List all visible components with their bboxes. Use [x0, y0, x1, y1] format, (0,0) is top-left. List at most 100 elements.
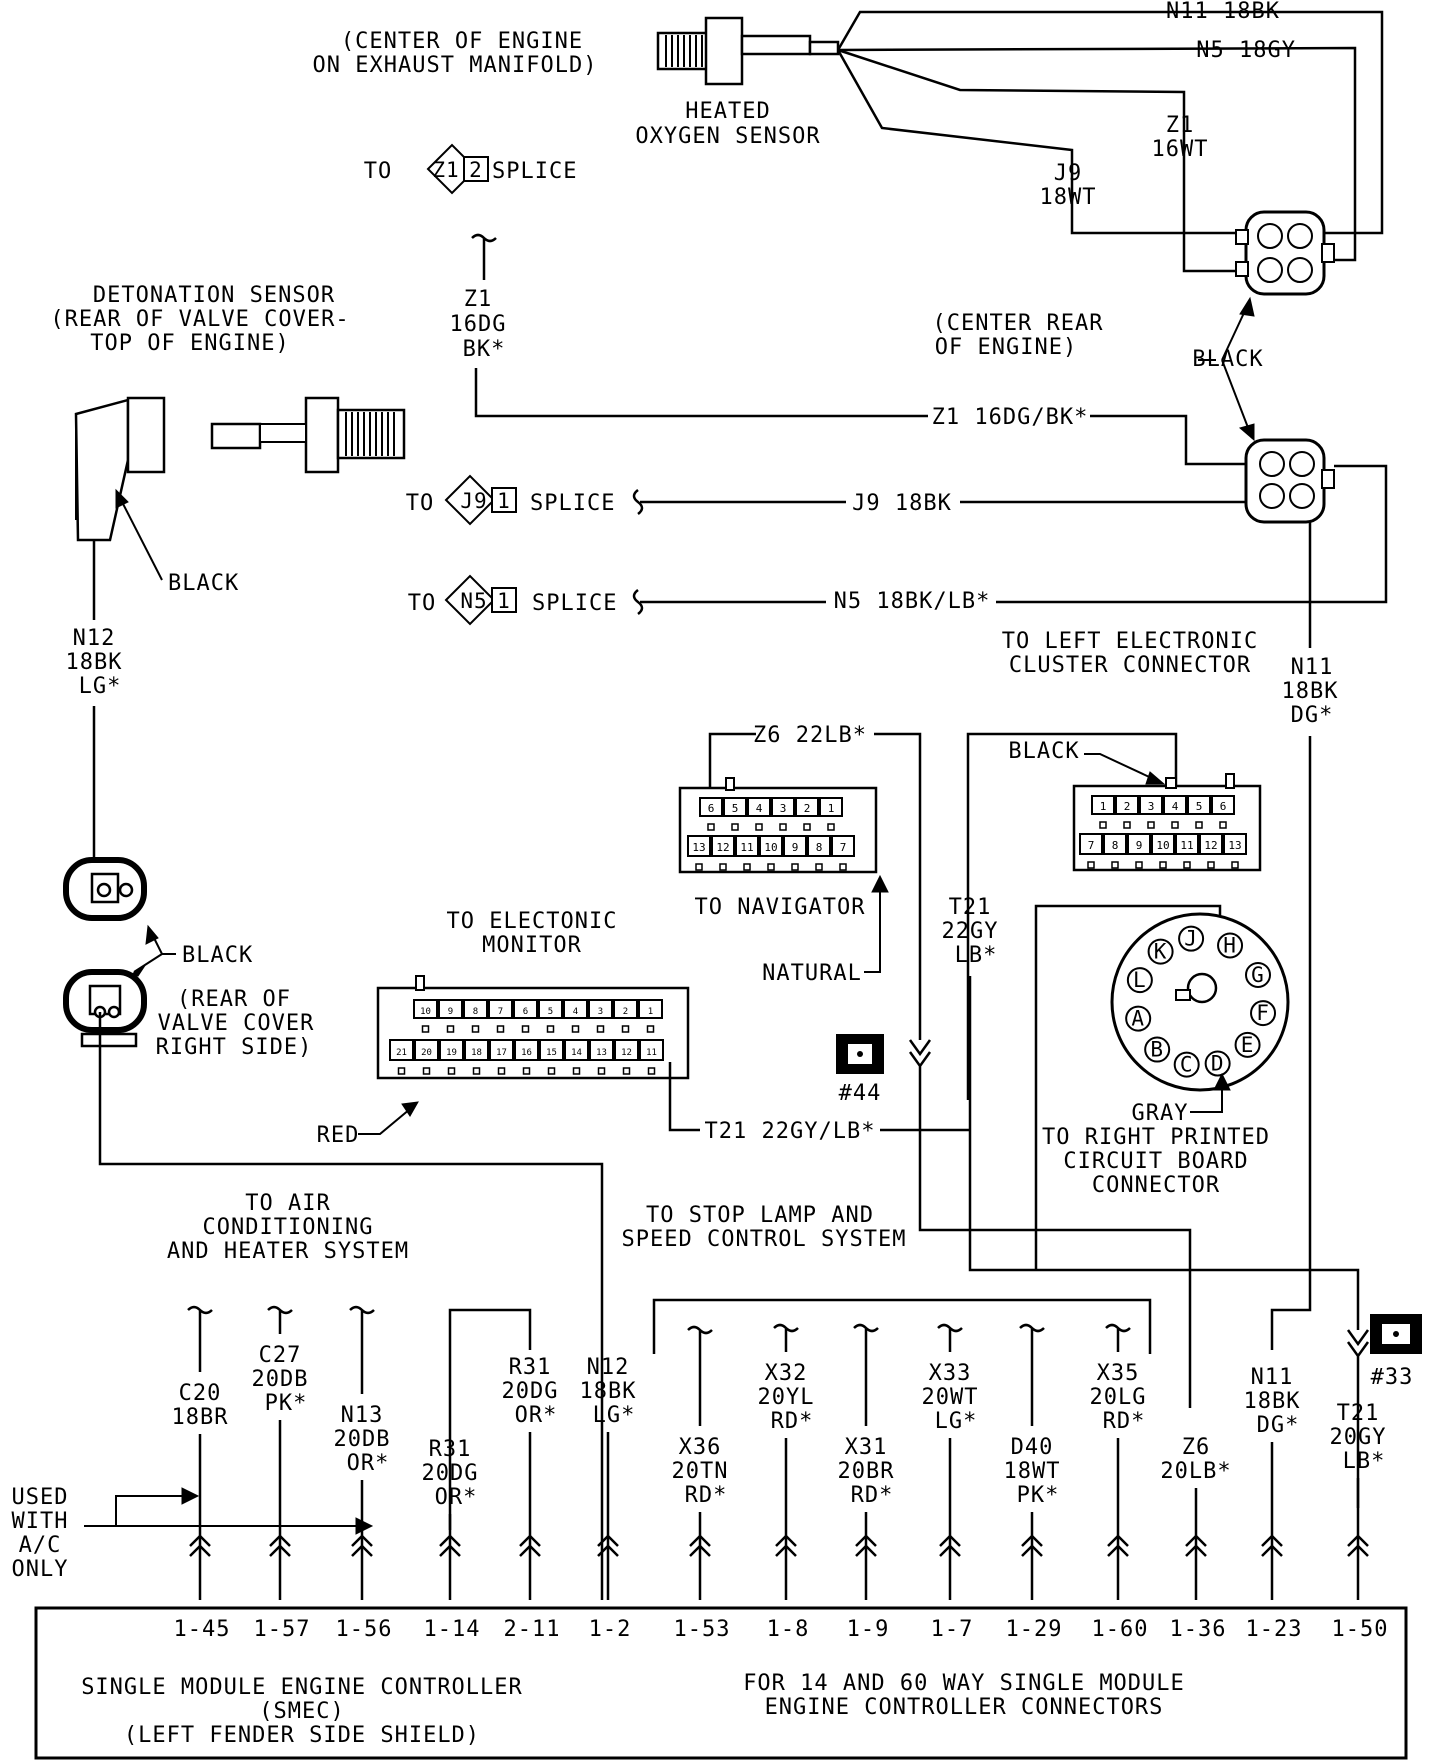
knock-loc2: VALVE COVER [158, 1011, 315, 1036]
smec-circuit-columns: C2018BR1-45C2720DBPK*1-57N1320DBOR*1-56R… [172, 1305, 1389, 1642]
o2-wires [836, 10, 1384, 273]
circuit-label: RD* [1103, 1409, 1146, 1434]
connector-pin-cavity [1127, 833, 1151, 855]
inline-connector-symbol [597, 1534, 619, 1557]
o2-connector-upper [1235, 210, 1335, 296]
wire-n12-left-l1: N12 [73, 626, 116, 651]
ac-line2: CONDITIONING [203, 1215, 374, 1240]
circuit-stub [187, 1305, 213, 1372]
pcb-pin-letter: H [1223, 933, 1237, 957]
circuit-label: OR* [515, 1403, 558, 1428]
connector-pin-cavity [783, 835, 807, 857]
connector-pin-cavity [1223, 833, 1247, 855]
inline-connector-symbol [439, 1534, 461, 1557]
smec-line2: (SMEC) [259, 1699, 344, 1724]
connector-latch [497, 1067, 506, 1075]
inline-connector-symbol [269, 1534, 291, 1557]
monitor-title1: TO ELECTONIC [447, 909, 618, 934]
monitor-color: RED [317, 1123, 360, 1148]
circuit-label: T21 [1337, 1401, 1380, 1426]
used-with-l4: ONLY [12, 1557, 69, 1582]
connector-pin-cavity [438, 999, 463, 1019]
circuit-label: C27 [259, 1343, 302, 1368]
connector-latch [743, 863, 751, 871]
connector-pin-number: 9 [448, 1007, 453, 1017]
circuit-stub [773, 1323, 799, 1352]
connector-pin-number: 4 [573, 1007, 578, 1017]
ground-33-label: #33 [1371, 1365, 1414, 1390]
inline-connector-symbol [689, 1534, 711, 1557]
connector-pin-cavity [1151, 833, 1175, 855]
oxygen-sensor [656, 16, 840, 86]
detonation-loc1: (REAR OF VALVE COVER- [50, 307, 349, 332]
connector-latch [572, 1067, 581, 1075]
pcb-pin [1250, 1000, 1277, 1027]
connector-latch [1135, 861, 1143, 869]
connector-pin-number: 7 [1088, 839, 1095, 852]
smec-pin-number: 1-53 [674, 1617, 731, 1642]
connector-pin-number: 8 [1112, 839, 1119, 852]
connector-latch [803, 823, 811, 831]
connector-pin-cavity [1139, 795, 1163, 815]
connector-pin-number: 3 [1148, 800, 1155, 813]
center-rear-line1: (CENTER REAR [933, 311, 1104, 336]
connector-pin-number: 14 [571, 1048, 582, 1058]
wire-n12-left-l2: 18BK [66, 650, 123, 675]
wire-n12-left-l3: LG* [79, 674, 122, 699]
inline-connector-symbol [1347, 1534, 1369, 1557]
circuit-label: N12 [587, 1355, 630, 1380]
monitor-title2: MONITOR [482, 933, 582, 958]
knock-loc1: (REAR OF [177, 987, 291, 1012]
connector-latch [767, 863, 775, 871]
splice-j9-symbol [444, 474, 517, 526]
connector-latch [546, 1025, 555, 1033]
connector-pin-cavity [589, 1039, 614, 1061]
connector-pin-number: 5 [1196, 800, 1203, 813]
circuit-label: N11 [1251, 1365, 1294, 1390]
circuit-label: X31 [845, 1435, 888, 1460]
inline-connector-symbol [939, 1534, 961, 1557]
connector-latch [1219, 821, 1227, 829]
connector-pin-number: 6 [1220, 800, 1227, 813]
connector-pin-cavity [1199, 833, 1223, 855]
connector-latch [646, 1025, 655, 1033]
connector-pin-cavity [414, 1039, 439, 1061]
inline-connector-symbol [775, 1534, 797, 1557]
connector-pin-cavity [639, 1039, 664, 1061]
used-with-l3: A/C [19, 1533, 62, 1558]
connector-latch [422, 1067, 431, 1075]
connector-latch [1195, 821, 1203, 829]
connector-latch [707, 823, 715, 831]
smec-box [34, 1606, 1408, 1760]
splice-z1-symbol [426, 143, 489, 195]
smec-pin-number: 1-50 [1332, 1617, 1389, 1642]
cluster-color: BLACK [1008, 739, 1079, 764]
connector-pin-number: 3 [780, 802, 787, 815]
o2-connector-lower [1244, 438, 1335, 524]
pcb-pin-letter: B [1150, 1038, 1164, 1062]
connector-pin-number: 11 [1180, 839, 1193, 852]
connector-pin-number: 18 [471, 1048, 482, 1058]
connector-pin-cavity [464, 1039, 489, 1061]
pcb-pin-letter: K [1154, 940, 1168, 964]
smec-pin-number: 1-9 [847, 1617, 890, 1642]
stop-line1: TO STOP LAMP AND [646, 1203, 874, 1228]
oxygen-sensor-thread [665, 16, 744, 86]
wire-t21-mid-l3: LB* [955, 943, 998, 968]
smec-right1: FOR 14 AND 60 WAY SINGLE MODULE [743, 1671, 1185, 1696]
connector-latch [1159, 861, 1167, 869]
connector-pin-number: 12 [621, 1048, 632, 1058]
pcb-pin [1178, 925, 1205, 952]
pcb-line1: TO RIGHT PRINTED [1042, 1125, 1270, 1150]
circuit-label: 20LB* [1160, 1459, 1231, 1484]
pcb-pin-letter: C [1180, 1053, 1194, 1077]
wire-z1-16wt-l2: 16WT [1152, 137, 1209, 162]
connector-pin-cavity [819, 797, 843, 817]
inline-connector-symbol [855, 1534, 877, 1557]
wire-z1-run: Z1 16DG/BK* [932, 405, 1089, 430]
circuit-label: C20 [179, 1381, 222, 1406]
circuit-stub [937, 1323, 963, 1352]
connector-pin-number: 7 [498, 1007, 503, 1017]
o2-name-line2: OXYGEN SENSOR [635, 124, 820, 149]
wire-z1-16dg-l2: 16DG [450, 312, 507, 337]
